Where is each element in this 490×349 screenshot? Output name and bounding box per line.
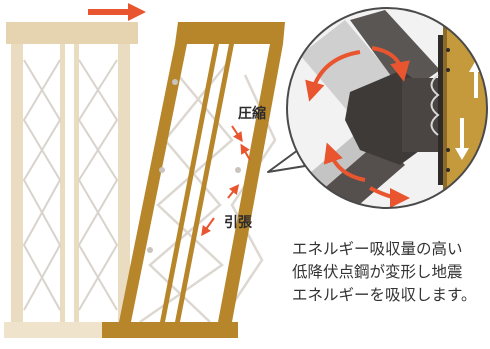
compression-label: 圧縮 bbox=[238, 106, 266, 122]
description-line-2: 低降伏点鋼が変形し地震 bbox=[292, 263, 463, 281]
tension-arrows bbox=[201, 184, 240, 237]
compression-arrows bbox=[231, 125, 251, 161]
detail-callout bbox=[267, 7, 488, 209]
description-text: エネルギー吸収量の高い 低降伏点鋼が変形し地震 エネルギーを吸収します。 bbox=[292, 238, 490, 307]
original-frame bbox=[4, 22, 140, 338]
description-line-3: エネルギーを吸収します。 bbox=[292, 286, 477, 304]
deformed-frame bbox=[102, 22, 285, 338]
tension-label: 引張 bbox=[224, 215, 252, 231]
push-arrow bbox=[88, 3, 146, 21]
description-line-1: エネルギー吸収量の高い bbox=[292, 240, 463, 258]
